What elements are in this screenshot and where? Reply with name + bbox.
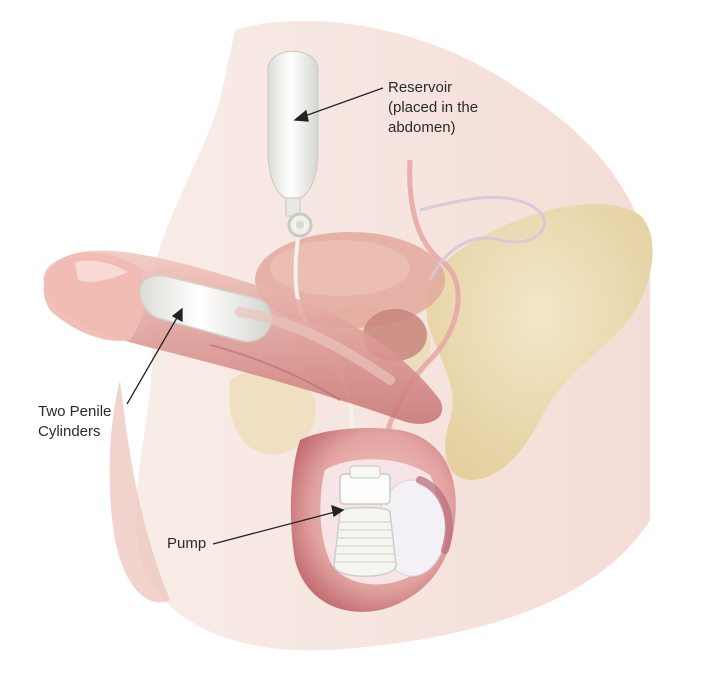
vas-deferens <box>419 195 546 281</box>
pump-arrowhead <box>331 504 345 518</box>
bladder-highlight <box>270 240 410 296</box>
pointer-lines <box>126 87 384 545</box>
pump-label: Pump <box>167 535 207 552</box>
pump-pointer <box>212 511 336 545</box>
reservoir-arrowhead <box>293 109 309 122</box>
hip-shadow <box>109 380 170 603</box>
pump-ribs <box>335 521 395 563</box>
reservoir-balloon <box>267 50 319 201</box>
cylinder-tail <box>235 307 395 385</box>
bone-lower <box>229 369 316 455</box>
cylinder-tail-outline <box>209 344 341 401</box>
cylinders-pointer <box>126 315 179 405</box>
pelvic-bone <box>426 203 653 480</box>
reservoir-pointer <box>301 87 384 118</box>
reservoir-label: Reservoir (placed in the abdomen) <box>388 79 479 136</box>
cylinders-label: Two Penile Cylinders <box>38 403 112 440</box>
epididymis <box>416 476 453 554</box>
pump-bulb <box>333 506 397 577</box>
penile-cylinder <box>139 274 272 343</box>
pump-valve-top <box>349 465 381 479</box>
glans-highlight <box>75 260 128 283</box>
cylinders-arrowhead <box>171 307 183 323</box>
reservoir-connector-hole <box>296 221 304 229</box>
